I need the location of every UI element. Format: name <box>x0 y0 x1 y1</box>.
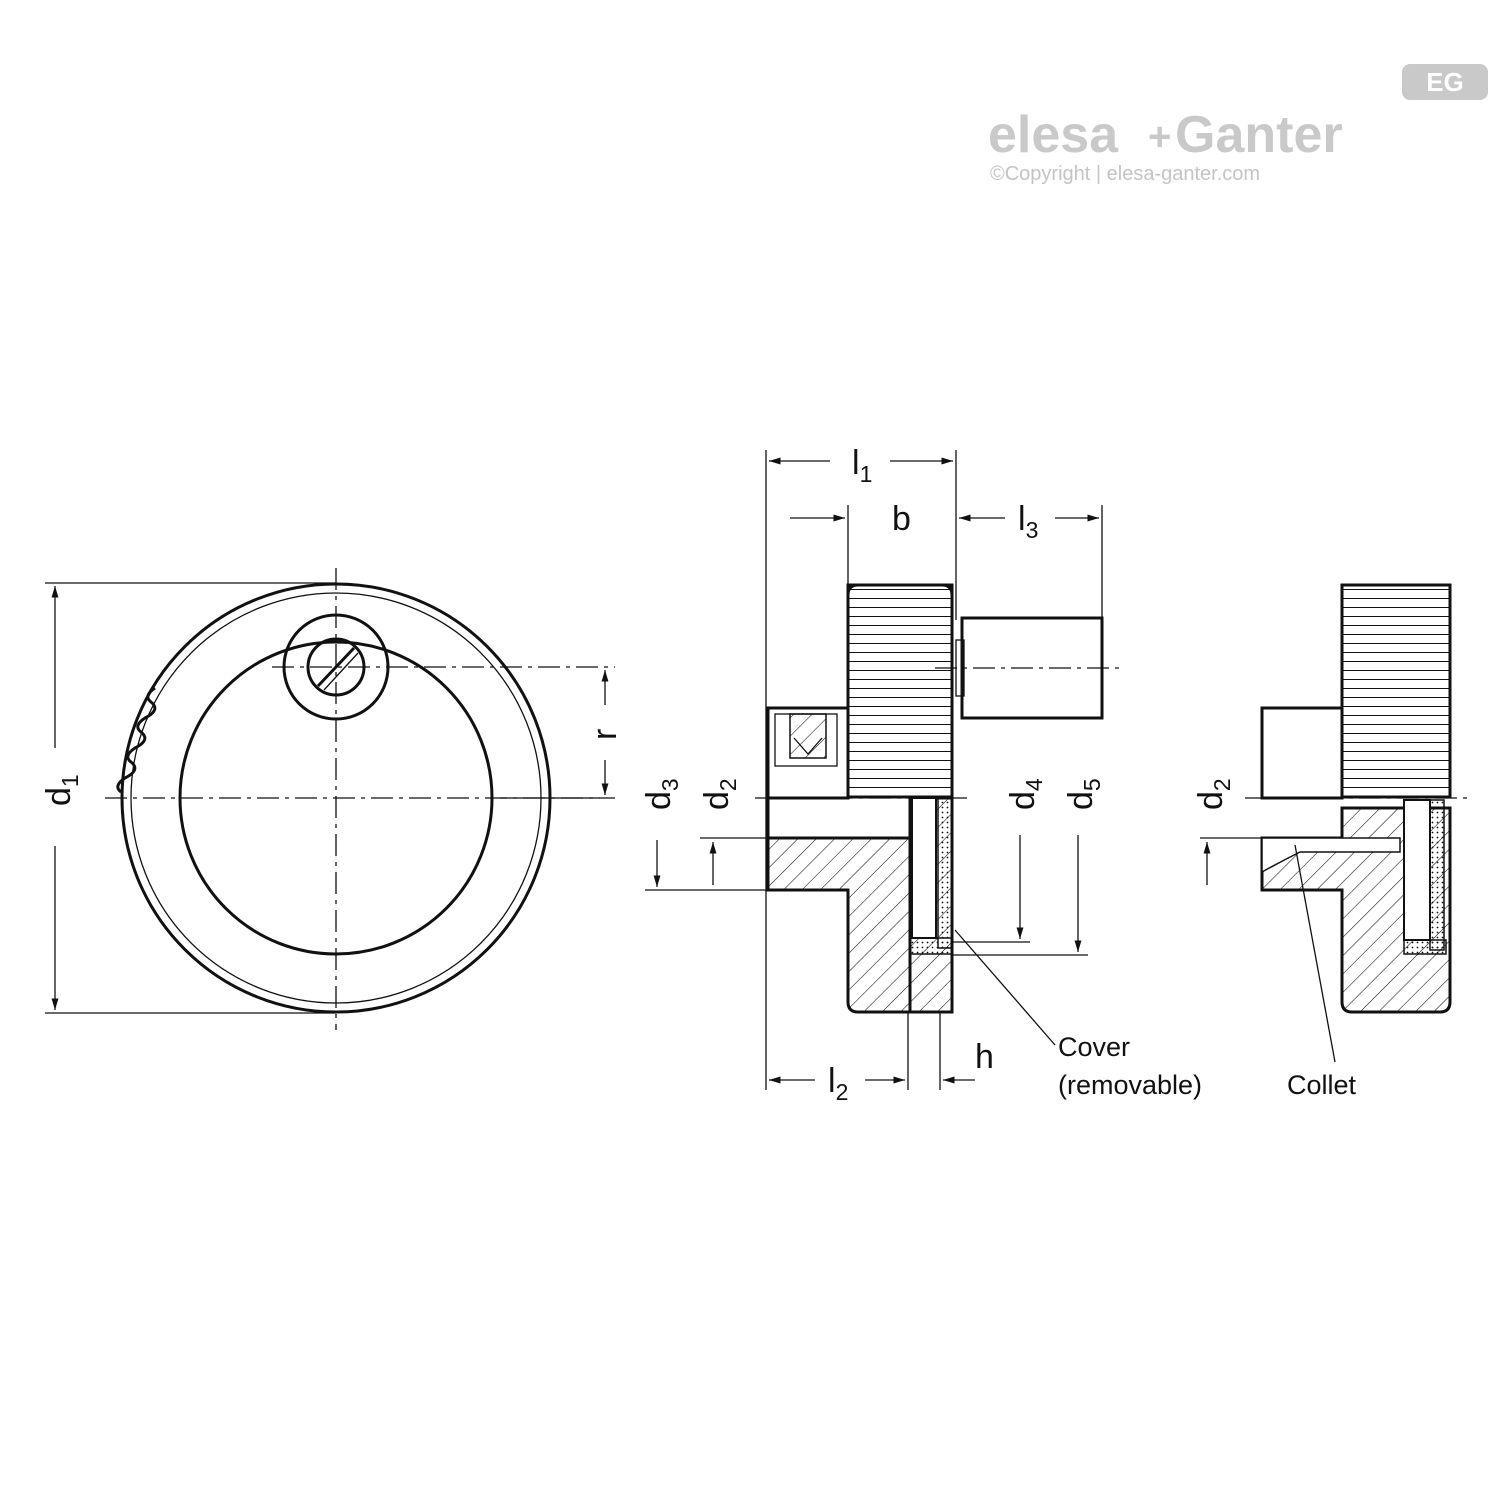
hatched-section <box>766 836 912 1014</box>
serrated-edge <box>116 686 157 794</box>
brand-logo: EG elesa + Ganter ©Copyright | elesa-gan… <box>988 64 1488 185</box>
dim-label-d3: d3 <box>640 778 683 810</box>
callout-cover: Cover <box>1058 1032 1130 1062</box>
dim-label-l3: l3 <box>1018 500 1038 543</box>
cover-plate <box>937 797 953 949</box>
brand-copyright: ©Copyright | elesa-ganter.com <box>990 163 1260 185</box>
dim-label-r: r <box>586 729 624 740</box>
front-view <box>45 568 615 1030</box>
callout-collet: Collet <box>1287 1070 1357 1100</box>
brand-name-right: Ganter <box>1175 106 1343 164</box>
dim-label-d2: d2 <box>698 778 741 810</box>
collet-view <box>1200 583 1468 1063</box>
collet-knurled-rim <box>1340 583 1452 799</box>
screw-slot <box>316 646 356 688</box>
brand-badge <box>1402 64 1488 100</box>
section-view <box>645 450 1120 1090</box>
dim-label-h: h <box>975 1038 994 1076</box>
knurled-rim <box>846 583 954 799</box>
callout-cover-removable: (removable) <box>1058 1070 1202 1100</box>
set-screw <box>789 713 827 759</box>
dim-label-d1: d1 <box>40 774 83 806</box>
collet-part <box>1261 837 1401 874</box>
dim-label-l1: l1 <box>852 444 872 487</box>
dimension-labels: d1 r d3 d2 d4 d5 d2 l1 b <box>40 444 1235 1105</box>
collet-leader <box>1294 844 1336 1063</box>
dim-label-l2: l2 <box>828 1062 848 1105</box>
cover-leader <box>954 929 1056 1046</box>
dim-label-d2-collet: d2 <box>1192 778 1235 810</box>
dim-label-d5: d5 <box>1062 778 1105 810</box>
brand-badge-text: EG <box>1426 67 1464 97</box>
dim-label-b: b <box>892 500 911 538</box>
brand-name-left: elesa <box>988 106 1119 164</box>
brand-plus: + <box>1148 115 1171 159</box>
dim-label-d4: d4 <box>1004 778 1047 810</box>
callouts: Cover (removable) Collet <box>1058 1032 1357 1100</box>
